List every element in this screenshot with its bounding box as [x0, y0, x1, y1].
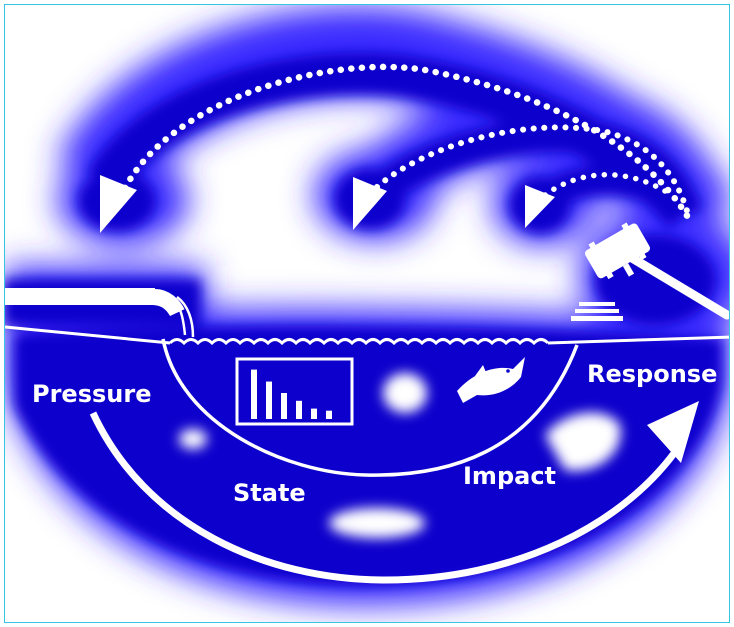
- cycle-arrowhead-icon: [647, 401, 699, 463]
- label-response: Response: [587, 360, 717, 388]
- fish-icon: [457, 357, 525, 403]
- bar-chart-bar: [281, 393, 287, 419]
- dpsir-diagram: Pressure State Impact Response: [5, 6, 729, 606]
- label-impact: Impact: [463, 462, 556, 490]
- diagram-frame: Pressure State Impact Response: [4, 4, 730, 623]
- bar-chart-bar: [266, 381, 272, 419]
- arrowhead-left-icon: [100, 175, 137, 233]
- cycle-arrow: [89, 401, 699, 584]
- water-body-outline: [161, 338, 579, 477]
- label-pressure: Pressure: [32, 380, 151, 408]
- arrowhead-middle-icon: [353, 177, 387, 230]
- bar-chart-icon: [235, 357, 354, 426]
- gavel-icon: [571, 222, 729, 321]
- water-surface: [5, 325, 729, 346]
- arrowheads: [100, 175, 555, 233]
- dotted-arc-inner: [542, 172, 668, 198]
- arrowhead-right-icon: [525, 185, 555, 228]
- bar-chart-bar: [311, 408, 317, 419]
- pipe-outflow-icon: [5, 287, 195, 338]
- bar-chart-bar: [296, 400, 302, 419]
- dotted-arc-middle: [374, 124, 690, 214]
- bar-chart-bar: [326, 410, 332, 419]
- dotted-arc-outer: [121, 63, 693, 223]
- bowl-gaps: [179, 373, 621, 538]
- dotted-arrows: [121, 63, 693, 223]
- label-state: State: [233, 479, 306, 507]
- bar-chart-bar: [251, 369, 257, 419]
